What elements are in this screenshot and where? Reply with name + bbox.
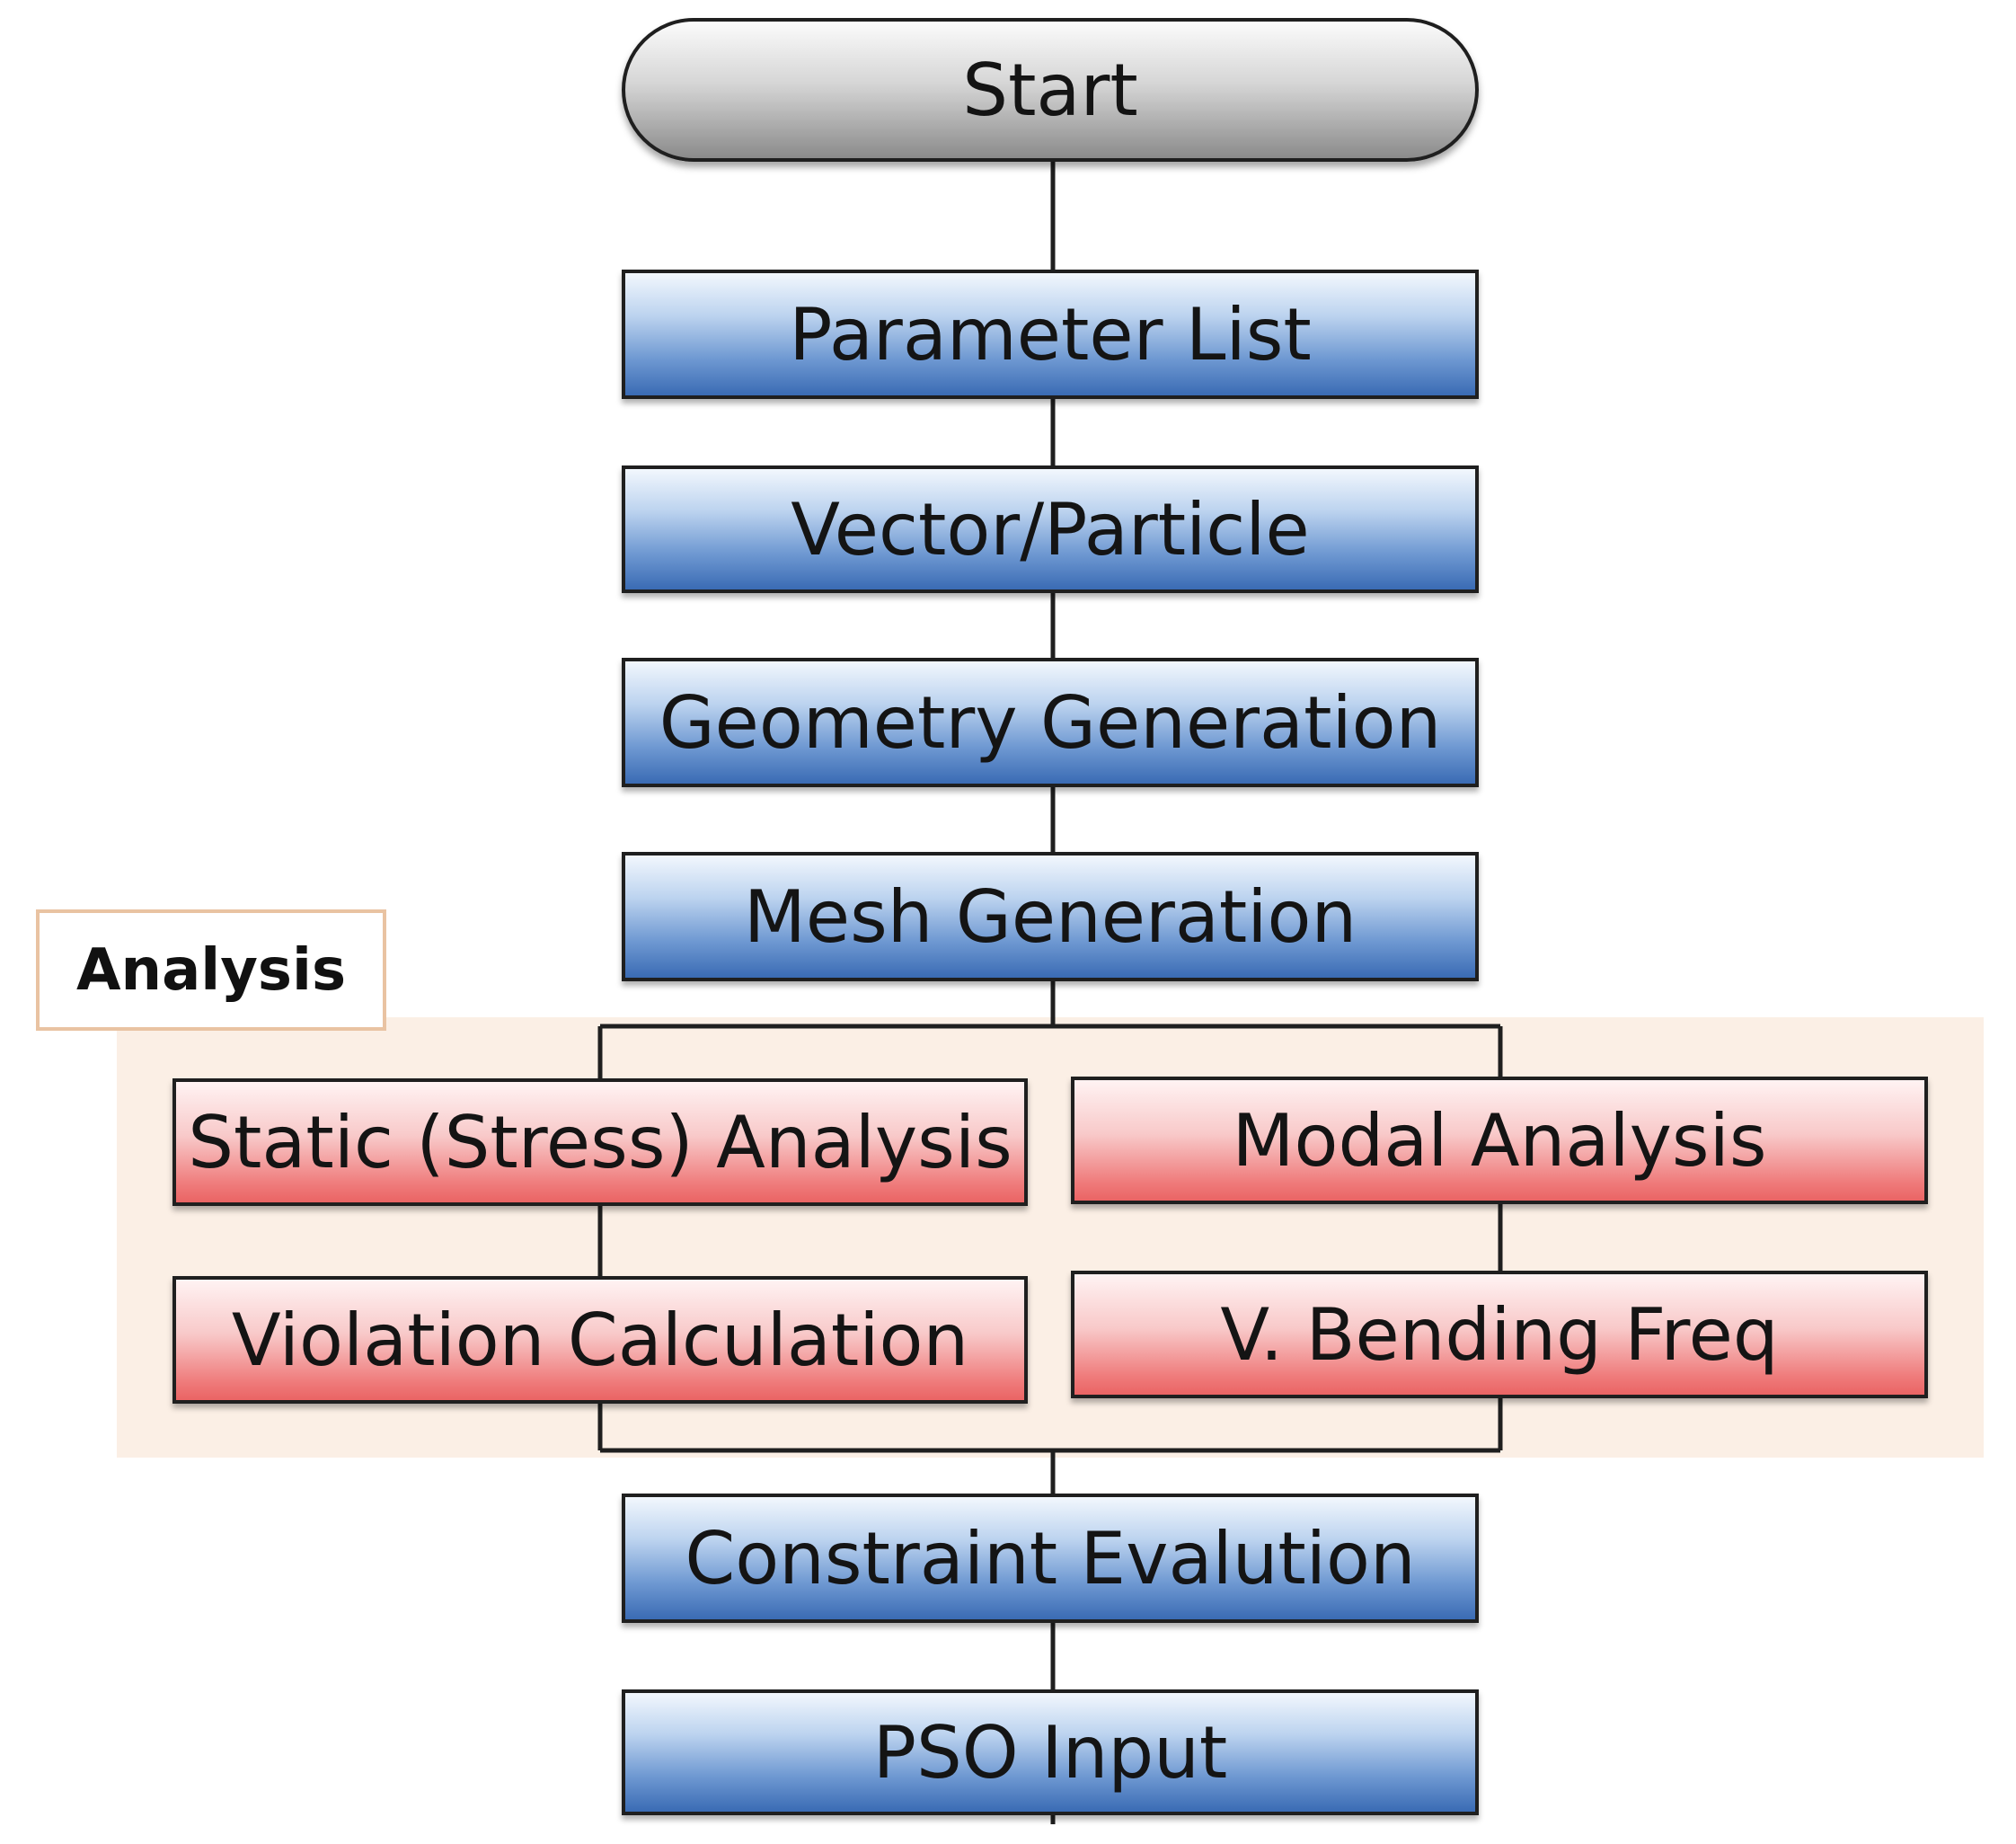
mesh-generation-node: Mesh Generation [622, 852, 1479, 981]
pso-input-node: PSO Input [622, 1689, 1479, 1815]
static-stress-analysis-node: Static (Stress) Analysis [172, 1078, 1028, 1206]
vector-particle-node: Vector/Particle [622, 465, 1479, 593]
v-bending-freq-node: V. Bending Freq [1071, 1271, 1928, 1398]
violation-calculation-node: Violation Calculation [172, 1276, 1028, 1404]
parameter-list-node: Parameter List [622, 270, 1479, 399]
start-node: Start [622, 18, 1479, 162]
analysis-group-label: Analysis [36, 909, 386, 1031]
modal-analysis-node: Modal Analysis [1071, 1077, 1928, 1204]
constraint-evaluation-node: Constraint Evalution [622, 1494, 1479, 1623]
geometry-generation-node: Geometry Generation [622, 658, 1479, 787]
